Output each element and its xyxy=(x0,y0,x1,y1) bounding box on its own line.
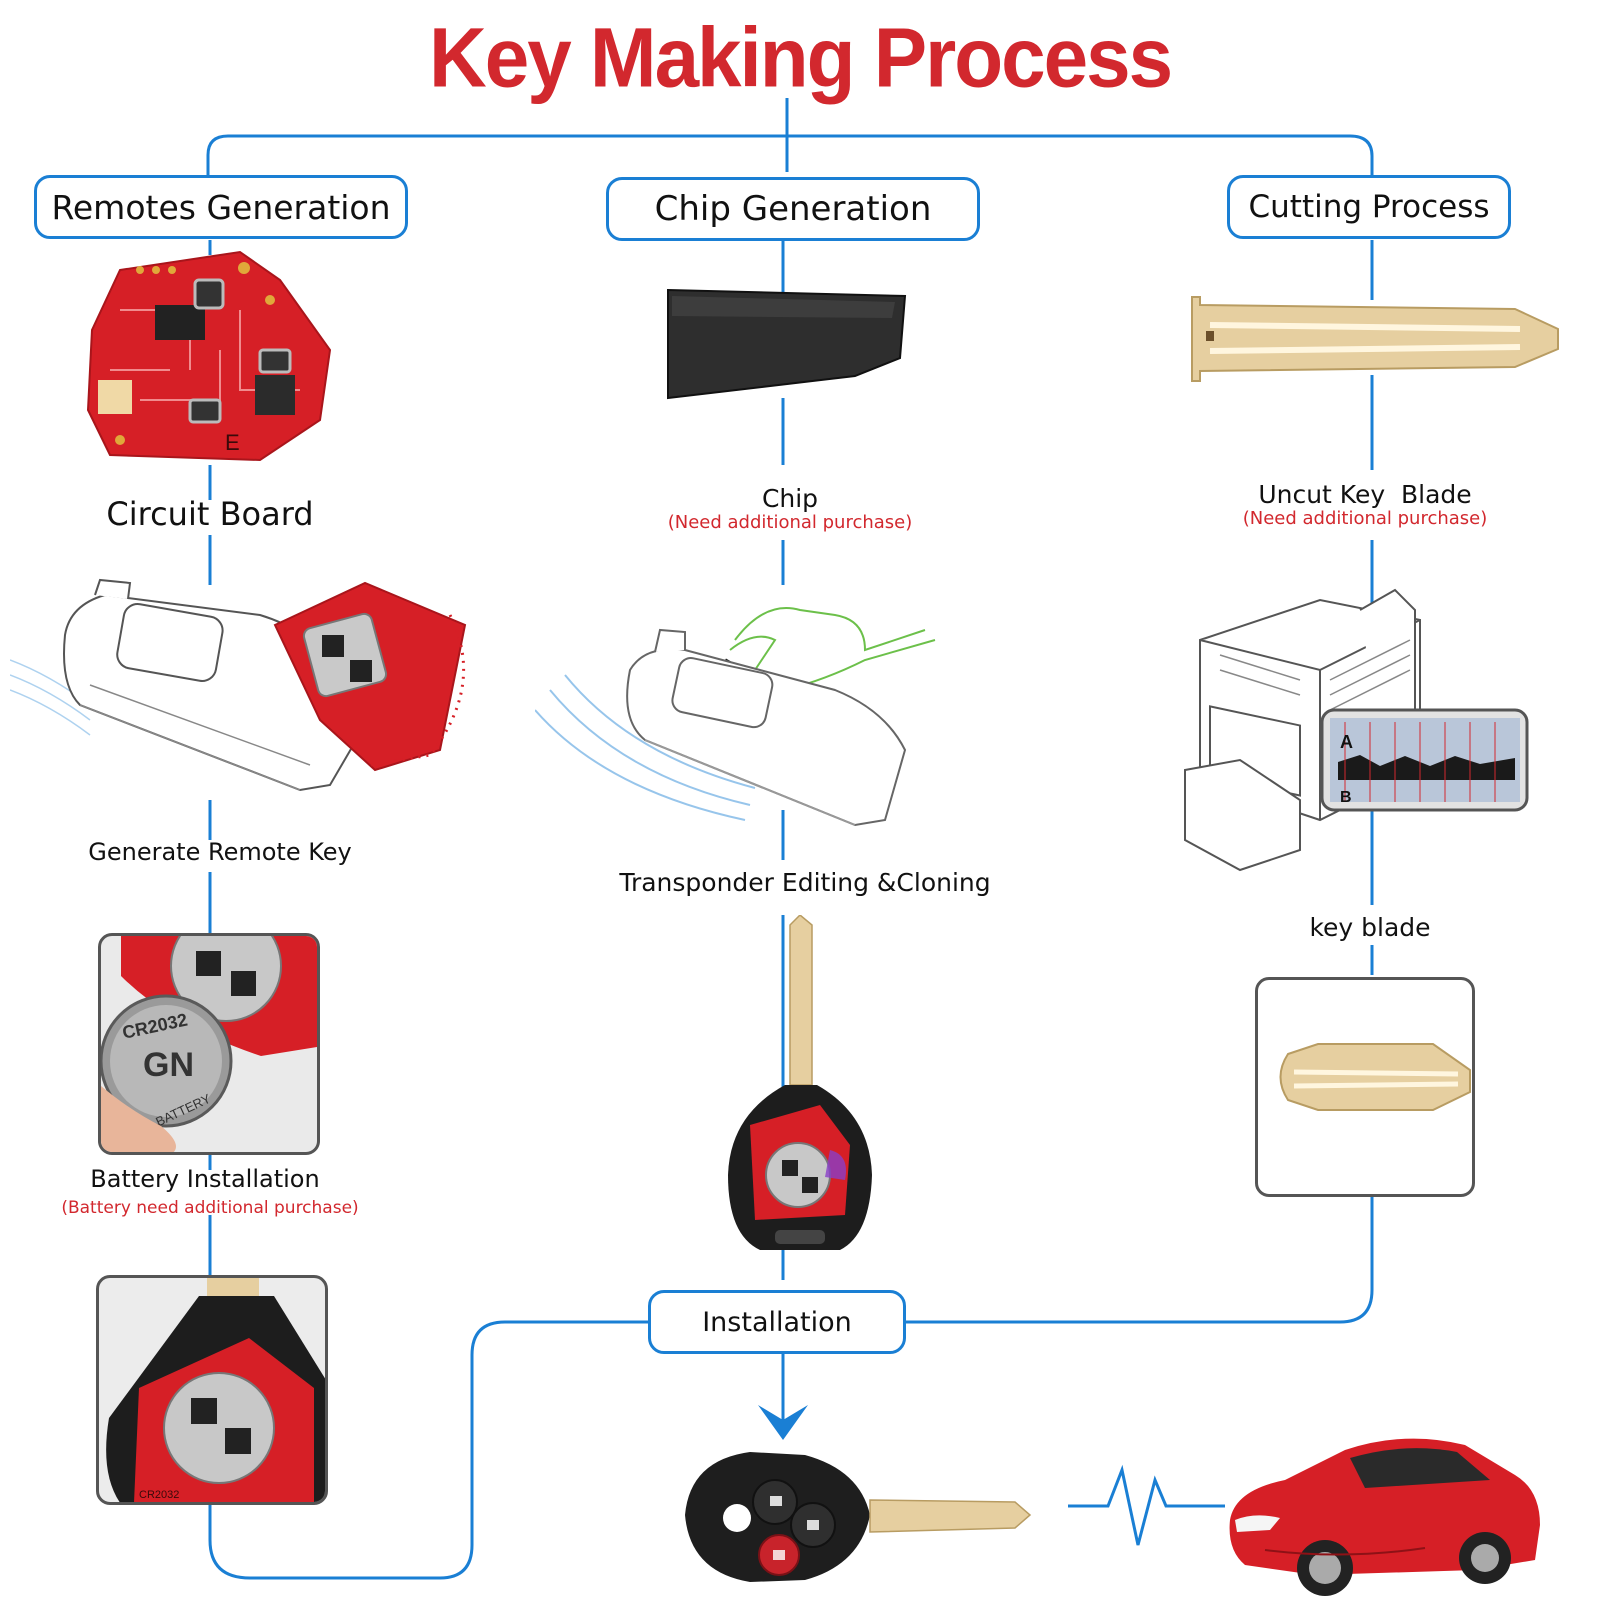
finished-remote-key-image xyxy=(685,1452,1032,1582)
chip-label: Chip xyxy=(761,484,819,513)
circuit-board-label: Circuit Board xyxy=(106,495,314,533)
cutting-process-header: Cutting Process xyxy=(1227,175,1511,239)
cut-key-blade-image xyxy=(1255,977,1475,1197)
transponder-chip-image xyxy=(667,288,907,400)
board-battery-text: CR2032 xyxy=(139,1489,179,1501)
remote-key-assembly-image xyxy=(728,915,872,1250)
battery-brand-text: GN xyxy=(143,1046,194,1084)
battery-installation-label: Battery Installation xyxy=(90,1165,320,1193)
top-connector xyxy=(206,98,1374,177)
uncut-key-blade-label: Uncut Key Blade xyxy=(1258,480,1472,509)
arrow-head-icon xyxy=(758,1405,808,1440)
battery-installation-image: CR2032 GN BATTERY xyxy=(98,933,320,1155)
chip-purchase-note: (Need additional purchase) xyxy=(667,512,913,533)
transponder-cloning-image xyxy=(535,607,936,827)
transponder-editing-label: Transponder Editing &Cloning xyxy=(619,868,991,897)
page-title: Key Making Process xyxy=(428,10,1173,105)
uncut-key-blade-image xyxy=(1191,296,1559,382)
remotes-generation-header: Remotes Generation xyxy=(34,175,408,239)
circuit-board-image: E xyxy=(86,250,332,462)
blade-purchase-note: (Need additional purchase) xyxy=(1242,508,1488,529)
installation-box: Installation xyxy=(648,1290,906,1354)
chip-generation-header: Chip Generation xyxy=(606,177,980,241)
red-sports-car-image xyxy=(1229,1438,1540,1596)
key-cutting-machine-image: A B xyxy=(1184,588,1529,872)
battery-purchase-note: (Battery need additional purchase) xyxy=(61,1198,359,1218)
programmer-with-board-image xyxy=(10,578,467,792)
board-letter: E xyxy=(225,430,240,455)
cutting-to-installation xyxy=(905,1197,1374,1324)
signal-wave xyxy=(1068,1464,1225,1546)
generate-remote-key-label: Generate Remote Key xyxy=(88,838,352,866)
key-blade-label: key blade xyxy=(1309,913,1431,942)
remotes-to-installation xyxy=(208,1320,648,1580)
installed-board-image: CR2032 xyxy=(96,1275,328,1505)
cut-marker-a: A xyxy=(1340,732,1353,752)
cut-marker-b: B xyxy=(1340,789,1352,806)
